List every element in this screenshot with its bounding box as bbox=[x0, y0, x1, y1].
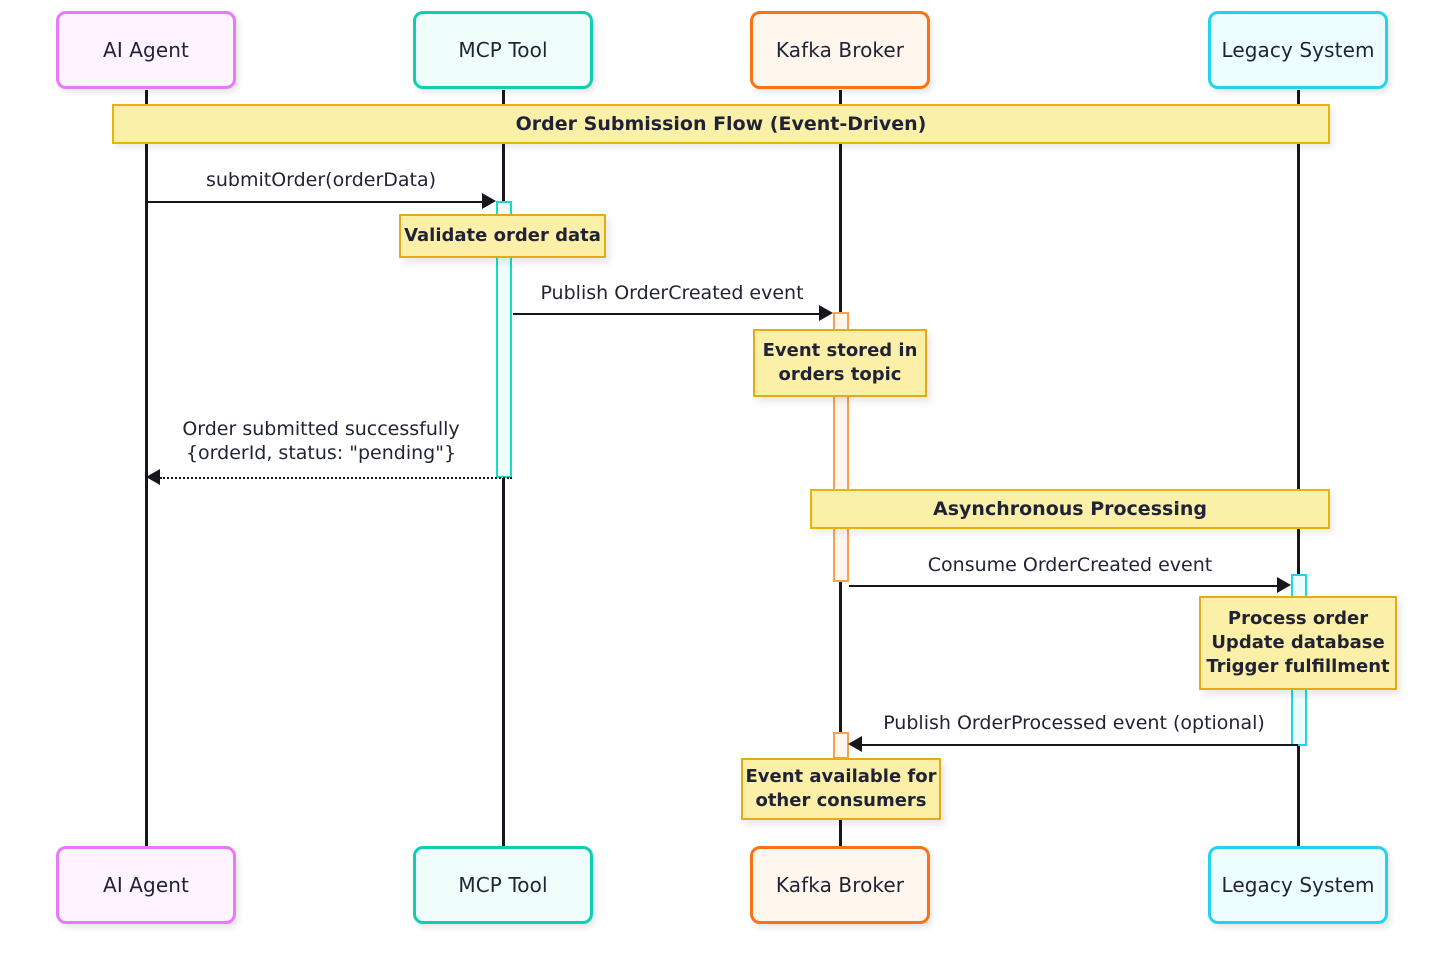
participant-mcp-tool-top[interactable]: MCP Tool bbox=[413, 11, 593, 89]
message-line: Publish OrderProcessed event (optional) bbox=[883, 712, 1265, 734]
message-label-publish-order-created: Publish OrderCreated event bbox=[512, 281, 832, 305]
activation-kafka-broker-2 bbox=[833, 732, 849, 759]
note-line: other consumers bbox=[755, 790, 927, 811]
participant-kafka-broker-top[interactable]: Kafka Broker bbox=[750, 11, 930, 89]
message-label-order-submitted-response: Order submitted successfully {orderId, s… bbox=[146, 417, 496, 466]
participant-label: Legacy System bbox=[1221, 38, 1375, 62]
note-event-stored-orders-topic: Event stored in orders topic bbox=[753, 329, 927, 397]
participant-label: Legacy System bbox=[1221, 873, 1375, 897]
message-line: {orderId, status: "pending"} bbox=[185, 442, 457, 465]
participant-ai-agent-top[interactable]: AI Agent bbox=[56, 11, 236, 89]
participant-label: Kafka Broker bbox=[775, 873, 905, 897]
message-line-submit-order bbox=[146, 201, 491, 203]
note-line: orders topic bbox=[778, 364, 902, 385]
note-event-available-other-consumers: Event available for other consumers bbox=[741, 758, 941, 820]
message-line: Consume OrderCreated event bbox=[927, 554, 1213, 576]
participant-label: AI Agent bbox=[103, 38, 189, 62]
participant-label: AI Agent bbox=[103, 873, 189, 897]
banner-label: Asynchronous Processing bbox=[933, 498, 1207, 520]
note-line: Update database bbox=[1211, 632, 1385, 654]
participant-label: MCP Tool bbox=[458, 873, 548, 897]
note-line: Event stored in bbox=[762, 340, 918, 362]
message-label-consume-order-created: Consume OrderCreated event bbox=[850, 553, 1290, 577]
message-label-publish-order-processed: Publish OrderProcessed event (optional) bbox=[849, 711, 1299, 735]
participant-mcp-tool-bottom[interactable]: MCP Tool bbox=[413, 846, 593, 924]
participant-legacy-system-bottom[interactable]: Legacy System bbox=[1208, 846, 1388, 924]
lifeline-legacy-system bbox=[1297, 90, 1300, 850]
note-process-order-legacy: Process order Update database Trigger fu… bbox=[1199, 596, 1397, 690]
message-line-publish-order-processed bbox=[862, 744, 1298, 746]
note-validate-order-data: Validate order data bbox=[399, 214, 606, 258]
note-line: Process order bbox=[1227, 608, 1369, 630]
participant-ai-agent-bottom[interactable]: AI Agent bbox=[56, 846, 236, 924]
arrowhead-publish-order-created bbox=[819, 305, 833, 321]
participant-kafka-broker-bottom[interactable]: Kafka Broker bbox=[750, 846, 930, 924]
message-line: Order submitted successfully bbox=[182, 418, 460, 440]
message-line: submitOrder(orderData) bbox=[205, 169, 437, 191]
note-line: Event available for bbox=[745, 766, 937, 788]
message-line-publish-order-created bbox=[513, 313, 819, 315]
banner-order-submission-flow: Order Submission Flow (Event-Driven) bbox=[112, 104, 1330, 144]
banner-asynchronous-processing: Asynchronous Processing bbox=[810, 489, 1330, 529]
message-line: Publish OrderCreated event bbox=[540, 282, 804, 304]
arrowhead-submit-order bbox=[482, 193, 496, 209]
arrowhead-order-submitted-response bbox=[146, 469, 160, 485]
message-line-order-submitted-response bbox=[160, 477, 512, 479]
participant-label: MCP Tool bbox=[458, 38, 548, 62]
participant-legacy-system-top[interactable]: Legacy System bbox=[1208, 11, 1388, 89]
message-line-consume-order-created bbox=[849, 585, 1277, 587]
note-line: Trigger fulfillment bbox=[1206, 655, 1390, 677]
arrowhead-publish-order-processed bbox=[848, 736, 862, 752]
participant-label: Kafka Broker bbox=[775, 38, 905, 62]
banner-label: Order Submission Flow (Event-Driven) bbox=[515, 113, 927, 135]
note-line: Validate order data bbox=[404, 225, 601, 247]
message-label-submit-order: submitOrder(orderData) bbox=[146, 168, 496, 192]
arrowhead-consume-order-created bbox=[1277, 577, 1291, 593]
